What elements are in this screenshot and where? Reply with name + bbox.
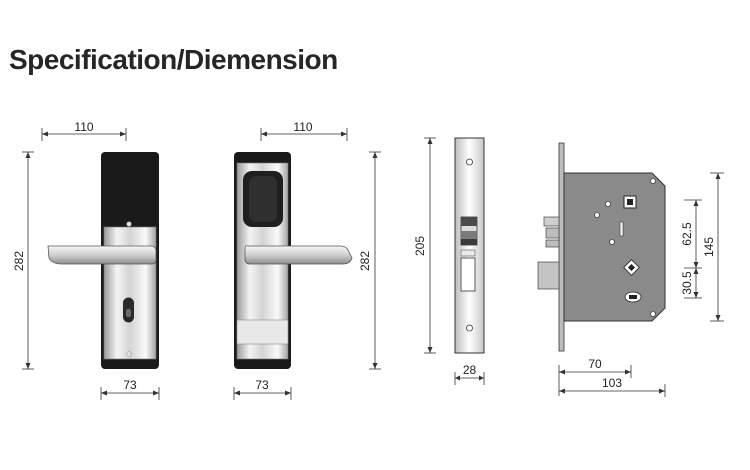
faceplate-view: 205 28 (413, 137, 485, 385)
back-height-dimension (369, 151, 381, 370)
back-height-label: 282 (358, 251, 372, 271)
faceplate (454, 137, 485, 354)
mortise-lower-spacing-dimension (684, 268, 702, 299)
faceplate-top-screw (466, 158, 473, 166)
back-width-label: 110 (293, 120, 312, 134)
page-title: Specification/Diemension (9, 44, 338, 75)
front-bottom-width-dimension (100, 387, 160, 400)
mortise-lower-spacing-label: 30.5 (680, 271, 694, 295)
mortise-upper-spacing-label: 62.5 (680, 222, 694, 246)
mortise-backset-label: 70 (588, 357, 602, 371)
mortise-latch-bolt (543, 216, 560, 227)
mortise-body (563, 172, 666, 322)
mortise-height-label: 145 (702, 237, 716, 257)
faceplate-width-dimension (454, 372, 485, 385)
front-bottom-screw (126, 351, 132, 357)
back-lever-handle (244, 245, 353, 265)
front-view: 110 282 73 (12, 120, 160, 400)
mortise-upper-spacing-dimension (684, 199, 702, 269)
faceplate-height-dimension (424, 137, 436, 354)
mortise-deadbolt (537, 261, 560, 290)
back-bottom-width-label: 73 (255, 378, 269, 392)
mortise-faceplate-edge (558, 142, 565, 352)
back-band (236, 319, 289, 345)
faceplate-bottom-screw (466, 324, 473, 332)
front-bottom-width-label: 73 (123, 378, 137, 392)
front-width-label: 110 (74, 120, 93, 134)
front-screw (126, 221, 132, 227)
front-height-label: 282 (12, 251, 26, 271)
back-view: 110 282 73 (233, 120, 381, 400)
faceplate-width-label: 28 (463, 363, 477, 377)
mortise-height-dimension (710, 172, 724, 322)
back-width-dimension (260, 128, 348, 141)
front-width-dimension (41, 128, 127, 141)
faceplate-height-label: 205 (413, 236, 427, 256)
faceplate-deadbolt (460, 257, 476, 292)
front-lever-handle (47, 245, 157, 265)
mortise-view: 62.5 30.5 145 70 103 (537, 142, 724, 397)
front-height-dimension (22, 151, 34, 370)
mortise-total-width-dimension (559, 384, 666, 397)
back-bottom-width-dimension (233, 387, 292, 400)
mortise-total-width-label: 103 (602, 376, 622, 390)
